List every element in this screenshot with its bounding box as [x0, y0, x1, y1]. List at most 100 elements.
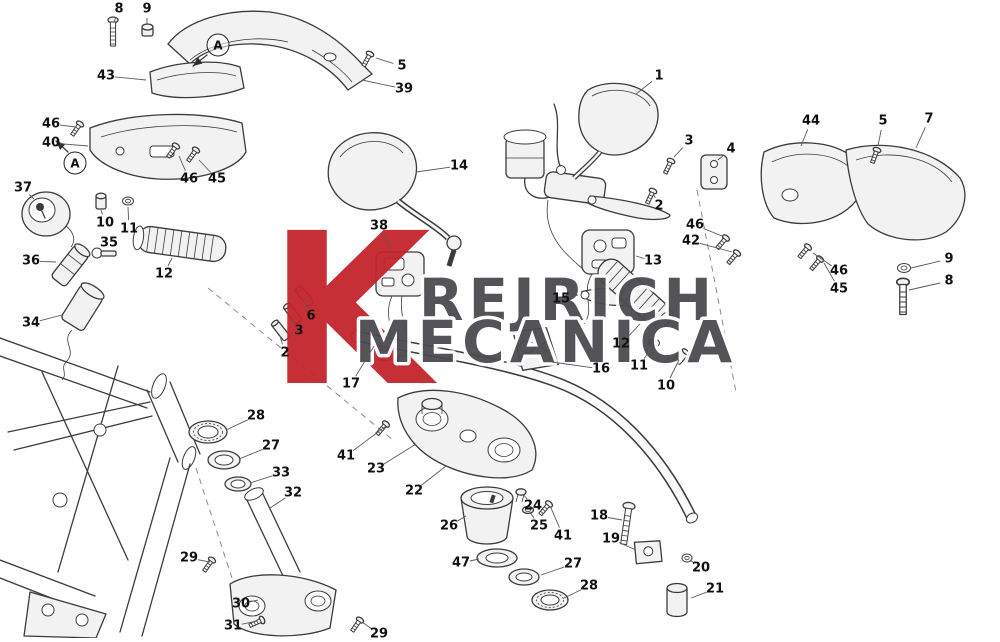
- watermark: K REJRICH REJRICH MECANICA MECANICA: [268, 188, 736, 433]
- leader-line: [529, 511, 535, 519]
- callout-4: 4: [726, 141, 736, 157]
- callout-19: 19: [601, 531, 621, 547]
- callout-46: 46: [829, 263, 849, 279]
- leader-line: [241, 620, 258, 625]
- part-bushing-2-left: [270, 319, 291, 342]
- callout-5: 5: [878, 113, 888, 129]
- leader-line: [100, 209, 103, 215]
- part-bushing-3-left: [282, 302, 303, 325]
- callout-39: 39: [394, 81, 414, 97]
- callout-38: 38: [369, 218, 389, 234]
- callout-13: 13: [643, 253, 663, 269]
- part-cap-25: [521, 505, 535, 515]
- part-switch-left-38: [375, 251, 425, 367]
- leader-line: [59, 124, 77, 128]
- part-top-clamp-22-23: [397, 389, 537, 479]
- callout-31: 31: [223, 618, 243, 634]
- leader-line: [39, 314, 63, 322]
- leader-line: [910, 260, 941, 269]
- callout-10: 10: [95, 215, 115, 231]
- leader-line: [113, 17, 117, 23]
- leader-line: [653, 194, 656, 198]
- callout-20: 20: [691, 560, 711, 576]
- leader-line: [908, 282, 941, 291]
- leader-line: [127, 206, 130, 221]
- detail-marker-A: A: [63, 151, 87, 175]
- callout-10: 10: [656, 378, 676, 394]
- callout-2: 2: [654, 198, 664, 214]
- callout-30: 30: [231, 596, 251, 612]
- leader-line: [375, 57, 394, 64]
- part-spacer-10-right: [673, 348, 690, 365]
- callout-29: 29: [369, 626, 389, 642]
- part-seal-27-bottom: [508, 568, 540, 586]
- part-ignition-switch-37: [21, 191, 75, 248]
- callout-11: 11: [119, 221, 139, 237]
- part-bearing-28-bottom: [531, 589, 569, 611]
- callout-26: 26: [439, 518, 459, 534]
- leader-line: [102, 249, 104, 252]
- callout-36: 36: [21, 253, 41, 269]
- leader-line: [382, 233, 393, 251]
- part-grip-right: [597, 258, 674, 331]
- callout-3: 3: [684, 133, 694, 149]
- callout-28: 28: [579, 578, 599, 594]
- part-lock-cylinder-36: [51, 243, 91, 287]
- leader-line: [550, 507, 560, 528]
- leader-line: [522, 493, 528, 500]
- leader-line: [551, 361, 593, 369]
- watermark-line1: REJRICH: [419, 266, 717, 334]
- leader-line: [619, 542, 637, 551]
- part-bolt-18: [620, 501, 636, 546]
- callout-41: 41: [336, 448, 356, 464]
- leader-line: [197, 559, 211, 563]
- leader-line: [456, 515, 467, 522]
- part-cover-44: [760, 142, 859, 225]
- leader-line: [540, 566, 565, 576]
- callout-15: 15: [551, 291, 571, 307]
- leader-line: [249, 599, 259, 603]
- callout-32: 32: [283, 485, 303, 501]
- leader-line: [178, 155, 186, 171]
- part-master-cylinder: [503, 103, 671, 271]
- part-ring-33: [224, 476, 252, 492]
- leader-line: [469, 558, 480, 562]
- callout-43: 43: [96, 68, 116, 84]
- callout-27: 27: [261, 438, 281, 454]
- callout-8: 8: [114, 1, 124, 17]
- callout-33: 33: [271, 465, 291, 481]
- leader-line: [361, 621, 372, 630]
- callout-45: 45: [829, 281, 849, 297]
- leader-line: [569, 294, 579, 298]
- part-washer-11-right: [648, 338, 660, 348]
- part-ring-47: [476, 548, 518, 568]
- leader-line: [249, 475, 273, 484]
- part-bracket-4: [700, 154, 728, 190]
- construction-lines: [195, 189, 737, 579]
- callout-16: 16: [591, 361, 611, 377]
- callout-46: 46: [41, 116, 61, 132]
- callout-7: 7: [924, 111, 934, 127]
- leader-line: [699, 242, 733, 253]
- leader-line: [303, 301, 308, 309]
- callout-37: 37: [13, 180, 33, 196]
- leader-line: [420, 465, 447, 486]
- detail-marker-A: A: [206, 33, 230, 57]
- watermark-line1-outline: REJRICH: [419, 266, 717, 334]
- callout-17: 17: [341, 376, 361, 392]
- part-ignition-26: [460, 486, 514, 545]
- callout-12: 12: [611, 336, 631, 352]
- callout-24: 24: [523, 498, 543, 514]
- part-cover-top-39: [167, 10, 373, 91]
- leader-line: [673, 147, 684, 158]
- callout-9: 9: [944, 251, 954, 267]
- callout-34: 34: [21, 315, 41, 331]
- leader-line: [635, 81, 653, 95]
- part-brake-lever: [587, 195, 671, 221]
- leader-line: [225, 419, 248, 431]
- leader-line: [800, 129, 809, 147]
- callout-41: 41: [553, 528, 573, 544]
- leader-line: [198, 159, 212, 173]
